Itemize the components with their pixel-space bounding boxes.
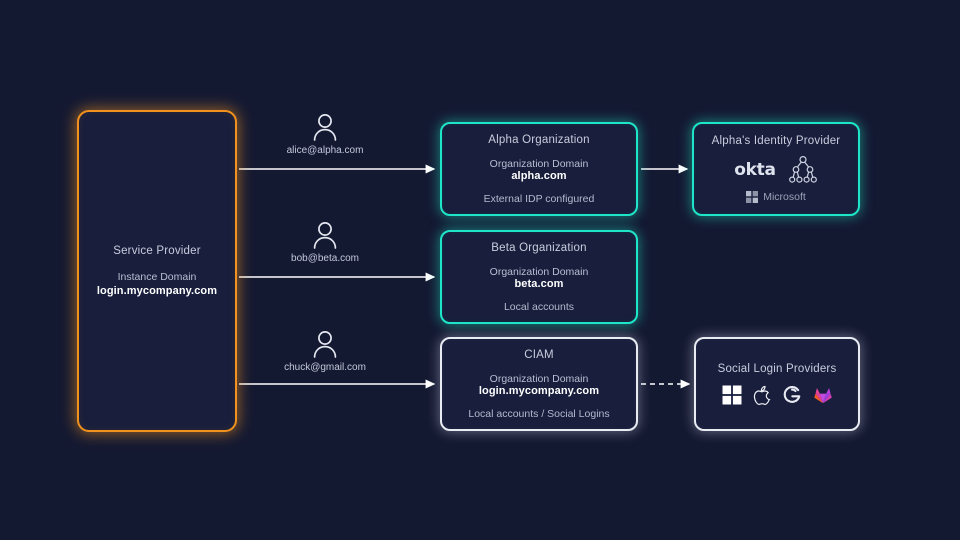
service-provider-domain-label: Instance Domain (117, 271, 197, 283)
beta-organization-domain-value: beta.com (514, 277, 564, 290)
beta-organization-domain-label: Organization Domain (489, 265, 589, 278)
alpha-organization-title: Alpha Organization (488, 133, 590, 146)
beta-organization-title: Beta Organization (491, 241, 587, 254)
user-bob-email: bob@beta.com (291, 253, 359, 264)
user-chuck-email: chuck@gmail.com (284, 362, 366, 373)
google-icon (783, 386, 800, 403)
beta-organization-node[interactable]: Beta Organization Organization Domain be… (440, 230, 638, 324)
user-icon (313, 331, 337, 358)
service-provider-domain-value: login.mycompany.com (96, 285, 218, 297)
alpha-organization-note: External IDP configured (483, 192, 595, 205)
user-icon (313, 114, 337, 141)
ciam-note: Local accounts / Social Logins (468, 407, 610, 420)
microsoft-logo-row: Microsoft (746, 191, 806, 203)
beta-organization-note: Local accounts (503, 300, 575, 313)
alpha-organization-domain-label: Organization Domain (489, 157, 589, 170)
ciam-organization-node[interactable]: CIAM Organization Domain login.mycompany… (440, 337, 638, 431)
service-provider-title: Service Provider (113, 245, 201, 257)
ciam-domain-value: login.mycompany.com (478, 384, 600, 397)
okta-logo: okta (734, 160, 776, 180)
microsoft-label: Microsoft (763, 191, 806, 203)
apple-icon (753, 385, 771, 405)
user-bob: bob@beta.com (260, 221, 390, 264)
alpha-identity-provider-title: Alpha's Identity Provider (711, 135, 841, 147)
social-login-providers-node[interactable]: Social Login Providers (694, 337, 860, 431)
social-icon-row (722, 385, 833, 406)
user-alice-email: alice@alpha.com (286, 145, 364, 156)
gitlab-icon (813, 388, 832, 404)
social-login-providers-title: Social Login Providers (717, 362, 837, 375)
user-icon (313, 222, 337, 249)
alpha-identity-provider-node[interactable]: Alpha's Identity Provider okta (692, 122, 860, 216)
user-chuck: chuck@gmail.com (260, 330, 390, 373)
alpha-organization-domain-value: alpha.com (511, 169, 567, 182)
ciam-domain-label: Organization Domain (489, 372, 589, 385)
service-provider-node[interactable]: Service Provider Instance Domain login.m… (77, 110, 237, 432)
windows-icon (722, 385, 741, 405)
directory-tree-icon (788, 156, 817, 183)
identity-provider-logo-row: okta (734, 156, 817, 184)
microsoft-squares-icon (746, 191, 759, 203)
alpha-organization-node[interactable]: Alpha Organization Organization Domain a… (440, 122, 638, 216)
user-alice: alice@alpha.com (260, 113, 390, 156)
ciam-title: CIAM (524, 348, 554, 361)
